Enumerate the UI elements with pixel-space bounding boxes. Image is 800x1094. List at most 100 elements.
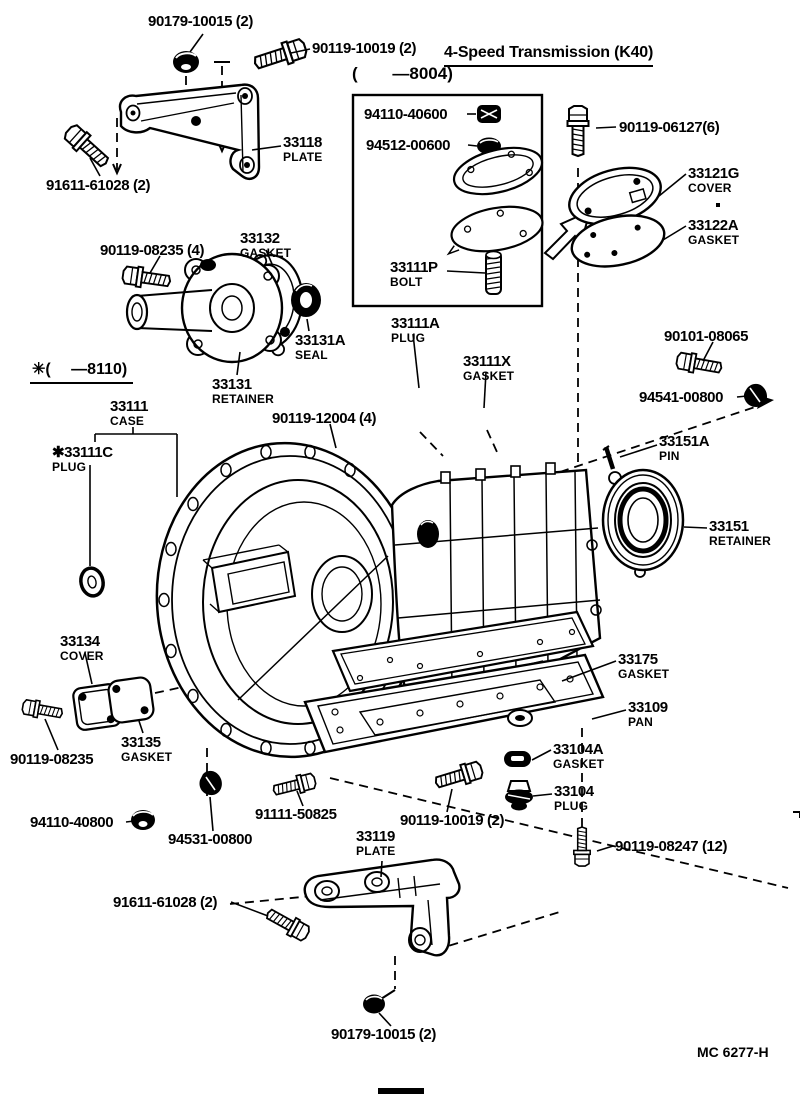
bolt-90119-10019-top — [250, 35, 310, 75]
part-number: 33131 — [212, 376, 252, 393]
nut-94110-40800 — [131, 810, 155, 830]
plug-33104 — [505, 780, 533, 811]
part-number: 33118 — [283, 134, 322, 151]
part-number: 33121G — [688, 165, 739, 182]
part-caption: PLATE — [283, 149, 323, 164]
bolt-91111-50825 — [270, 770, 318, 801]
part-number: 33151A — [659, 433, 710, 450]
bolt-91611-b — [262, 903, 313, 945]
clip-94541-00800 — [743, 383, 768, 408]
part-number: 90119-06127(6) — [619, 119, 720, 136]
part-number: 33175 — [618, 651, 658, 668]
doc-code: MC 6277-H — [697, 1044, 769, 1060]
part-number: 94110-40800 — [30, 814, 114, 831]
part-caption: SEAL — [295, 347, 328, 362]
part-caption: GASKET — [553, 756, 605, 771]
note-8110: ✳( —8110) — [30, 359, 134, 384]
inset-gasket-upper — [452, 146, 544, 196]
part-number: 33104A — [553, 741, 604, 758]
part-number: 90119-10019 (2) — [312, 40, 417, 57]
part-number: 33104 — [554, 783, 594, 800]
part-number: 90101-08065 — [664, 328, 749, 345]
bolt-90119-06127 — [566, 105, 590, 157]
part-caption: COVER — [688, 180, 732, 195]
part-caption: CASE — [110, 413, 145, 428]
part-caption: PLUG — [391, 330, 426, 345]
plug-33111c — [79, 566, 105, 598]
part-label-90119-12004: 90119-12004 (4) — [272, 411, 376, 427]
bolt-90101-08065 — [674, 349, 724, 379]
part-label-94531-00800: 94531-00800 — [168, 832, 252, 848]
title-range: ( —8004) — [352, 64, 453, 83]
seal-33131a — [291, 283, 321, 317]
part-label-94512-00600: 94512-00600 — [366, 138, 450, 154]
bolt-90119-08235-4 — [120, 263, 173, 293]
page-title: 4-Speed Transmission (K40) — [444, 44, 653, 67]
gasket-33135 — [107, 676, 155, 724]
inset-box — [351, 93, 544, 308]
part-number: 94531-00800 — [168, 831, 253, 848]
part-label-94541-00800: 94541-00800 — [639, 390, 723, 406]
part-number: 33111A — [391, 315, 440, 332]
part-number: 33131A — [295, 332, 346, 349]
part-number: 90119-08235 — [10, 751, 94, 768]
part-label-90119-08247: 90119-08247 (12) — [615, 839, 727, 855]
part-caption: BOLT — [390, 274, 423, 289]
dot-mark — [716, 203, 720, 207]
part-number: 33151 — [709, 518, 749, 535]
nut-90179-b — [363, 994, 385, 1014]
part-number: 33109 — [628, 699, 668, 716]
bolt-90119-08235-b — [20, 697, 65, 723]
part-label-90179-10015-b: 90179-10015 (2) — [331, 1027, 436, 1043]
part-number: 90119-08235 (4) — [100, 242, 205, 259]
gasket-33122a — [570, 214, 666, 268]
pan-33109 — [303, 653, 605, 754]
part-caption: GASKET — [240, 245, 292, 260]
part-caption: PAN — [628, 714, 654, 729]
part-label-90101-08065: 90101-08065 — [664, 329, 748, 345]
part-number: ✱33111C — [52, 444, 113, 461]
bolt-90119-08247 — [573, 826, 591, 867]
pin-33151a — [602, 445, 616, 470]
part-caption: GASKET — [121, 749, 173, 764]
page-edge-mark — [378, 1088, 424, 1094]
part-number: 91111-50825 — [255, 806, 337, 823]
part-caption: PIN — [659, 448, 680, 463]
part-number: 33134 — [60, 633, 100, 650]
part-caption: RETAINER — [709, 533, 772, 548]
part-caption: PLUG — [52, 459, 87, 474]
clip-94531-00800 — [199, 770, 222, 796]
direction-arrow — [543, 209, 592, 261]
part-label-90119-06127: 90119-06127(6) — [619, 119, 720, 136]
edge-tick — [793, 811, 800, 818]
part-label-90119-08235-b: 90119-08235 — [10, 751, 94, 768]
nut-90179-top — [173, 51, 199, 73]
part-caption: RETAINER — [212, 391, 275, 406]
part-caption: PLUG — [554, 798, 589, 813]
bolt-90119-10019-b — [432, 758, 486, 794]
part-label-90119-08235-4: 90119-08235 (4) — [100, 243, 204, 259]
bolt-91611-top — [60, 121, 114, 173]
part-label-94110-40800: 94110-40800 — [30, 814, 114, 831]
part-number: 91611-61028 (2) — [113, 894, 218, 911]
gasket-33104a — [504, 751, 531, 767]
retainer-33131 — [125, 252, 284, 364]
part-caption: GASKET — [463, 368, 515, 383]
part-caption: GASKET — [688, 232, 740, 247]
part-number: 33122A — [688, 217, 739, 234]
part-label-91111-50825: 91111-50825 — [255, 807, 337, 823]
nut-94110-40600 — [477, 105, 501, 123]
